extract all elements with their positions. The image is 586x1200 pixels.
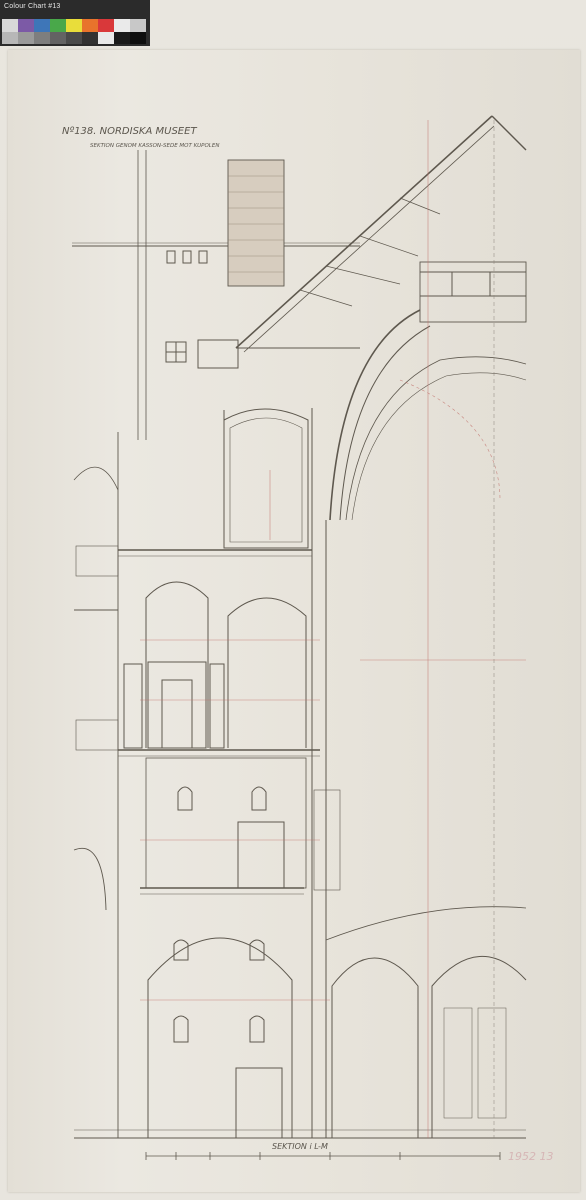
roof-ridge <box>491 115 527 151</box>
grey-swatch <box>18 32 34 44</box>
colour-chart-label: Colour Chart #13 <box>4 3 61 10</box>
drawing-sheet <box>8 50 580 1192</box>
accession-mark: 1952 13 <box>508 1150 554 1163</box>
dome-vault-outer <box>329 309 421 521</box>
section-label: SEKTION i L-M <box>272 1142 328 1151</box>
colour-swatch <box>50 19 66 32</box>
colour-swatch <box>66 19 82 32</box>
grey-swatch <box>34 32 50 44</box>
drawing-subtitle: SEKTION GENOM KASSON-SEDE MOT KUPOLEN <box>90 143 219 149</box>
middle-level-room <box>145 757 307 889</box>
drawing-title: Nº138. NORDISKA MUSEET <box>62 126 197 137</box>
gallery-arch-left <box>145 581 209 748</box>
grey-swatch <box>50 32 66 44</box>
gallery-arch-right <box>227 597 307 748</box>
colour-swatch <box>98 19 114 32</box>
colour-swatch <box>114 19 130 32</box>
gallery-door <box>147 661 207 749</box>
middle-door <box>237 821 285 889</box>
grey-swatch <box>82 32 98 44</box>
grey-swatch <box>130 32 146 44</box>
colour-swatch <box>18 19 34 32</box>
scale-bar <box>145 1152 501 1160</box>
cornice <box>197 339 239 369</box>
roof-rafter <box>235 115 493 349</box>
dome-lantern-gallery <box>419 261 527 323</box>
chimney <box>227 159 285 287</box>
colour-swatch <box>2 19 18 32</box>
grey-swatch <box>66 32 82 44</box>
colour-swatch <box>130 19 146 32</box>
left-arch <box>73 847 107 911</box>
colour-swatch <box>82 19 98 32</box>
lower-arch-1 <box>331 957 419 1138</box>
ground-vault <box>147 937 293 1138</box>
colour-swatch <box>34 19 50 32</box>
arched-window <box>177 786 193 811</box>
upper-vault-room <box>223 408 309 549</box>
grey-swatch <box>114 32 130 44</box>
grey-swatch <box>2 32 18 44</box>
grey-swatch <box>98 32 114 44</box>
attic-window <box>166 250 176 264</box>
ground-door <box>235 1067 283 1139</box>
balustrade <box>75 719 119 751</box>
colour-chart: Colour Chart #13 <box>0 0 150 46</box>
lower-arch-2 <box>431 956 527 1138</box>
